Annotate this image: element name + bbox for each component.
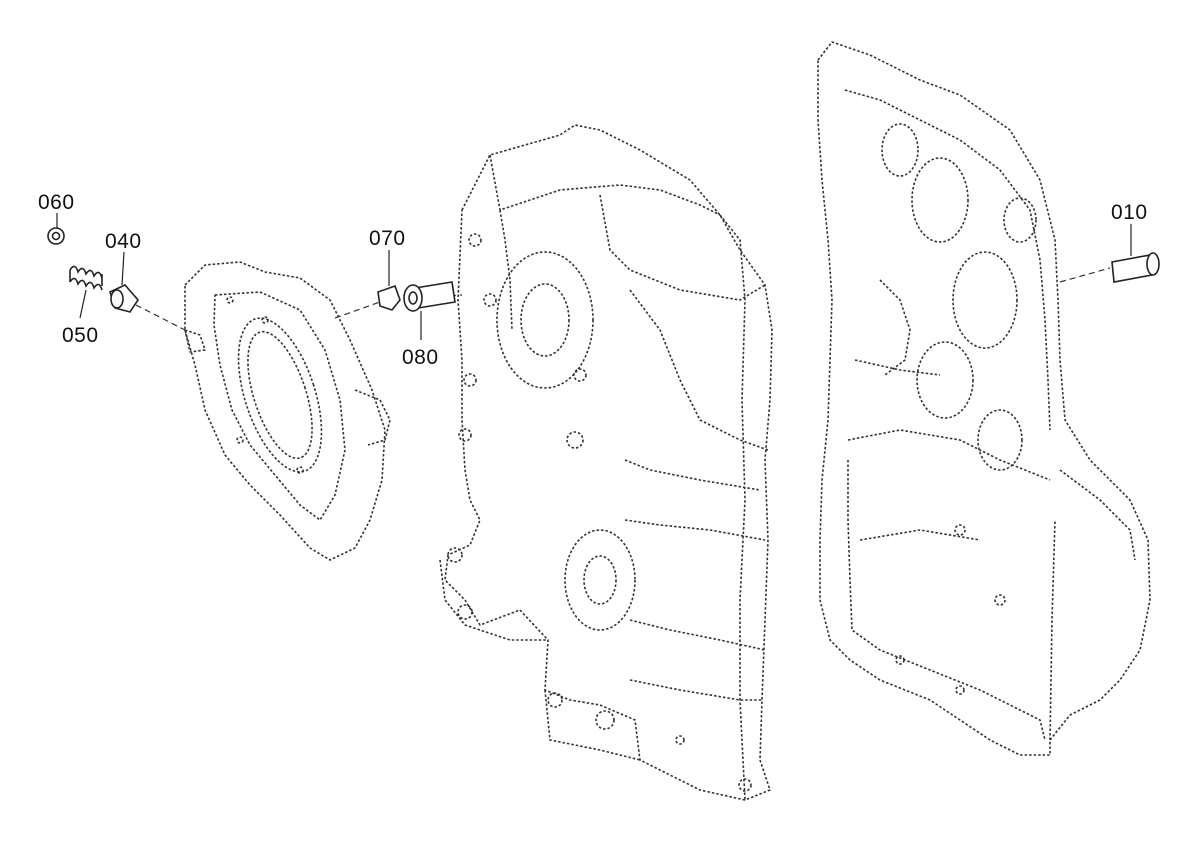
- callout-080: 080: [402, 346, 439, 369]
- part-060-nut: [47, 227, 65, 245]
- transmission-housing: [439, 124, 773, 801]
- part-080-plug: [403, 281, 456, 312]
- part-070-clip: [377, 284, 401, 311]
- part-050-spring: [69, 265, 103, 291]
- part-010-bolt: [1111, 252, 1160, 283]
- housing-cover: [817, 41, 1151, 756]
- assembly-lines: [135, 267, 1111, 331]
- callout-010: 010: [1111, 201, 1148, 224]
- callout-leaders: [56, 213, 1132, 340]
- cover-plate: [184, 261, 391, 561]
- callout-060: 060: [38, 191, 75, 214]
- callout-040: 040: [105, 230, 142, 253]
- callout-050: 050: [62, 324, 99, 347]
- bearing-bore-lower: [564, 529, 636, 631]
- callout-070: 070: [369, 227, 406, 250]
- part-040-valve-piston: [109, 284, 140, 313]
- bearing-bore-upper: [496, 251, 594, 389]
